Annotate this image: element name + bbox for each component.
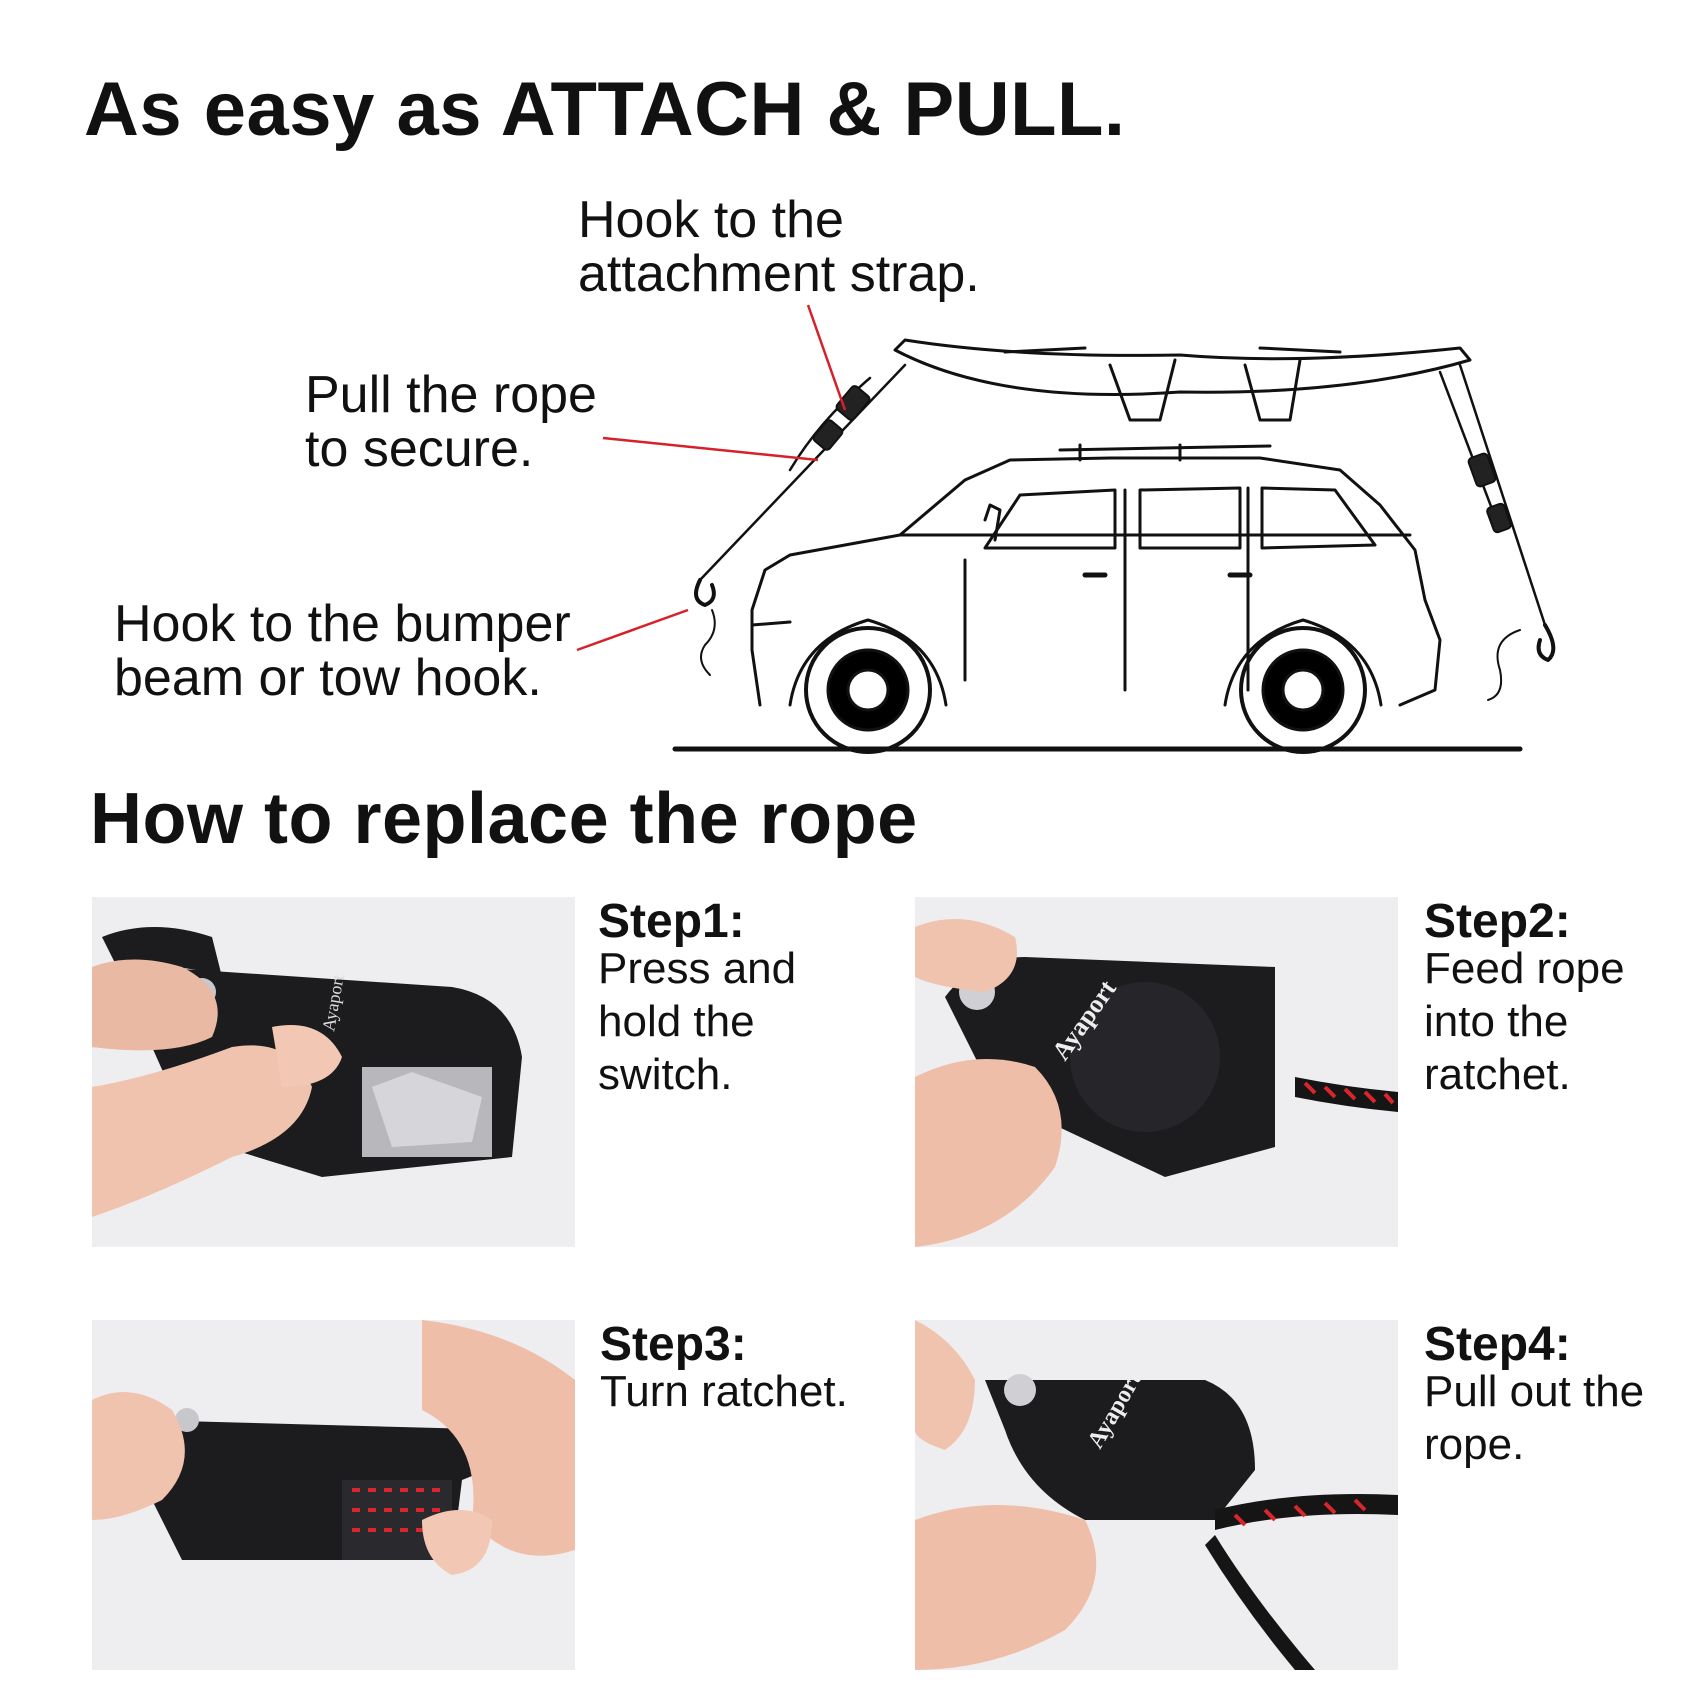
step2-text: Feed rope into the ratchet. xyxy=(1424,944,1625,1099)
step2-photo: Ayaport xyxy=(915,897,1398,1247)
page-title: As easy as ATTACH & PULL. xyxy=(84,67,1126,152)
step2-title: Step2: xyxy=(1424,895,1571,948)
step1-photo: Ayaport xyxy=(92,897,575,1247)
step1-title: Step1: xyxy=(598,895,745,948)
step4-text: Pull out the rope. xyxy=(1424,1367,1645,1469)
step3-text: Turn ratchet. xyxy=(600,1367,848,1416)
pointer-bumper-line xyxy=(576,608,689,652)
car-kayak-illustration xyxy=(576,304,1556,754)
callout-pull-rope: Pull the rope to secure. xyxy=(305,366,597,478)
section-title: How to replace the rope xyxy=(90,779,918,859)
pointer-strap-line xyxy=(806,304,847,411)
step3-title: Step3: xyxy=(600,1318,747,1371)
callout-attachment-strap: Hook to the attachment strap. xyxy=(578,191,980,303)
step1-text: Press and hold the switch. xyxy=(598,944,797,1099)
step4-title: Step4: xyxy=(1424,1318,1571,1371)
callout-bumper-hook: Hook to the bumper beam or tow hook. xyxy=(114,595,571,707)
step3-photo xyxy=(92,1320,575,1670)
pointer-rope-line xyxy=(602,436,819,462)
step4-photo: Ayaport xyxy=(915,1320,1398,1670)
